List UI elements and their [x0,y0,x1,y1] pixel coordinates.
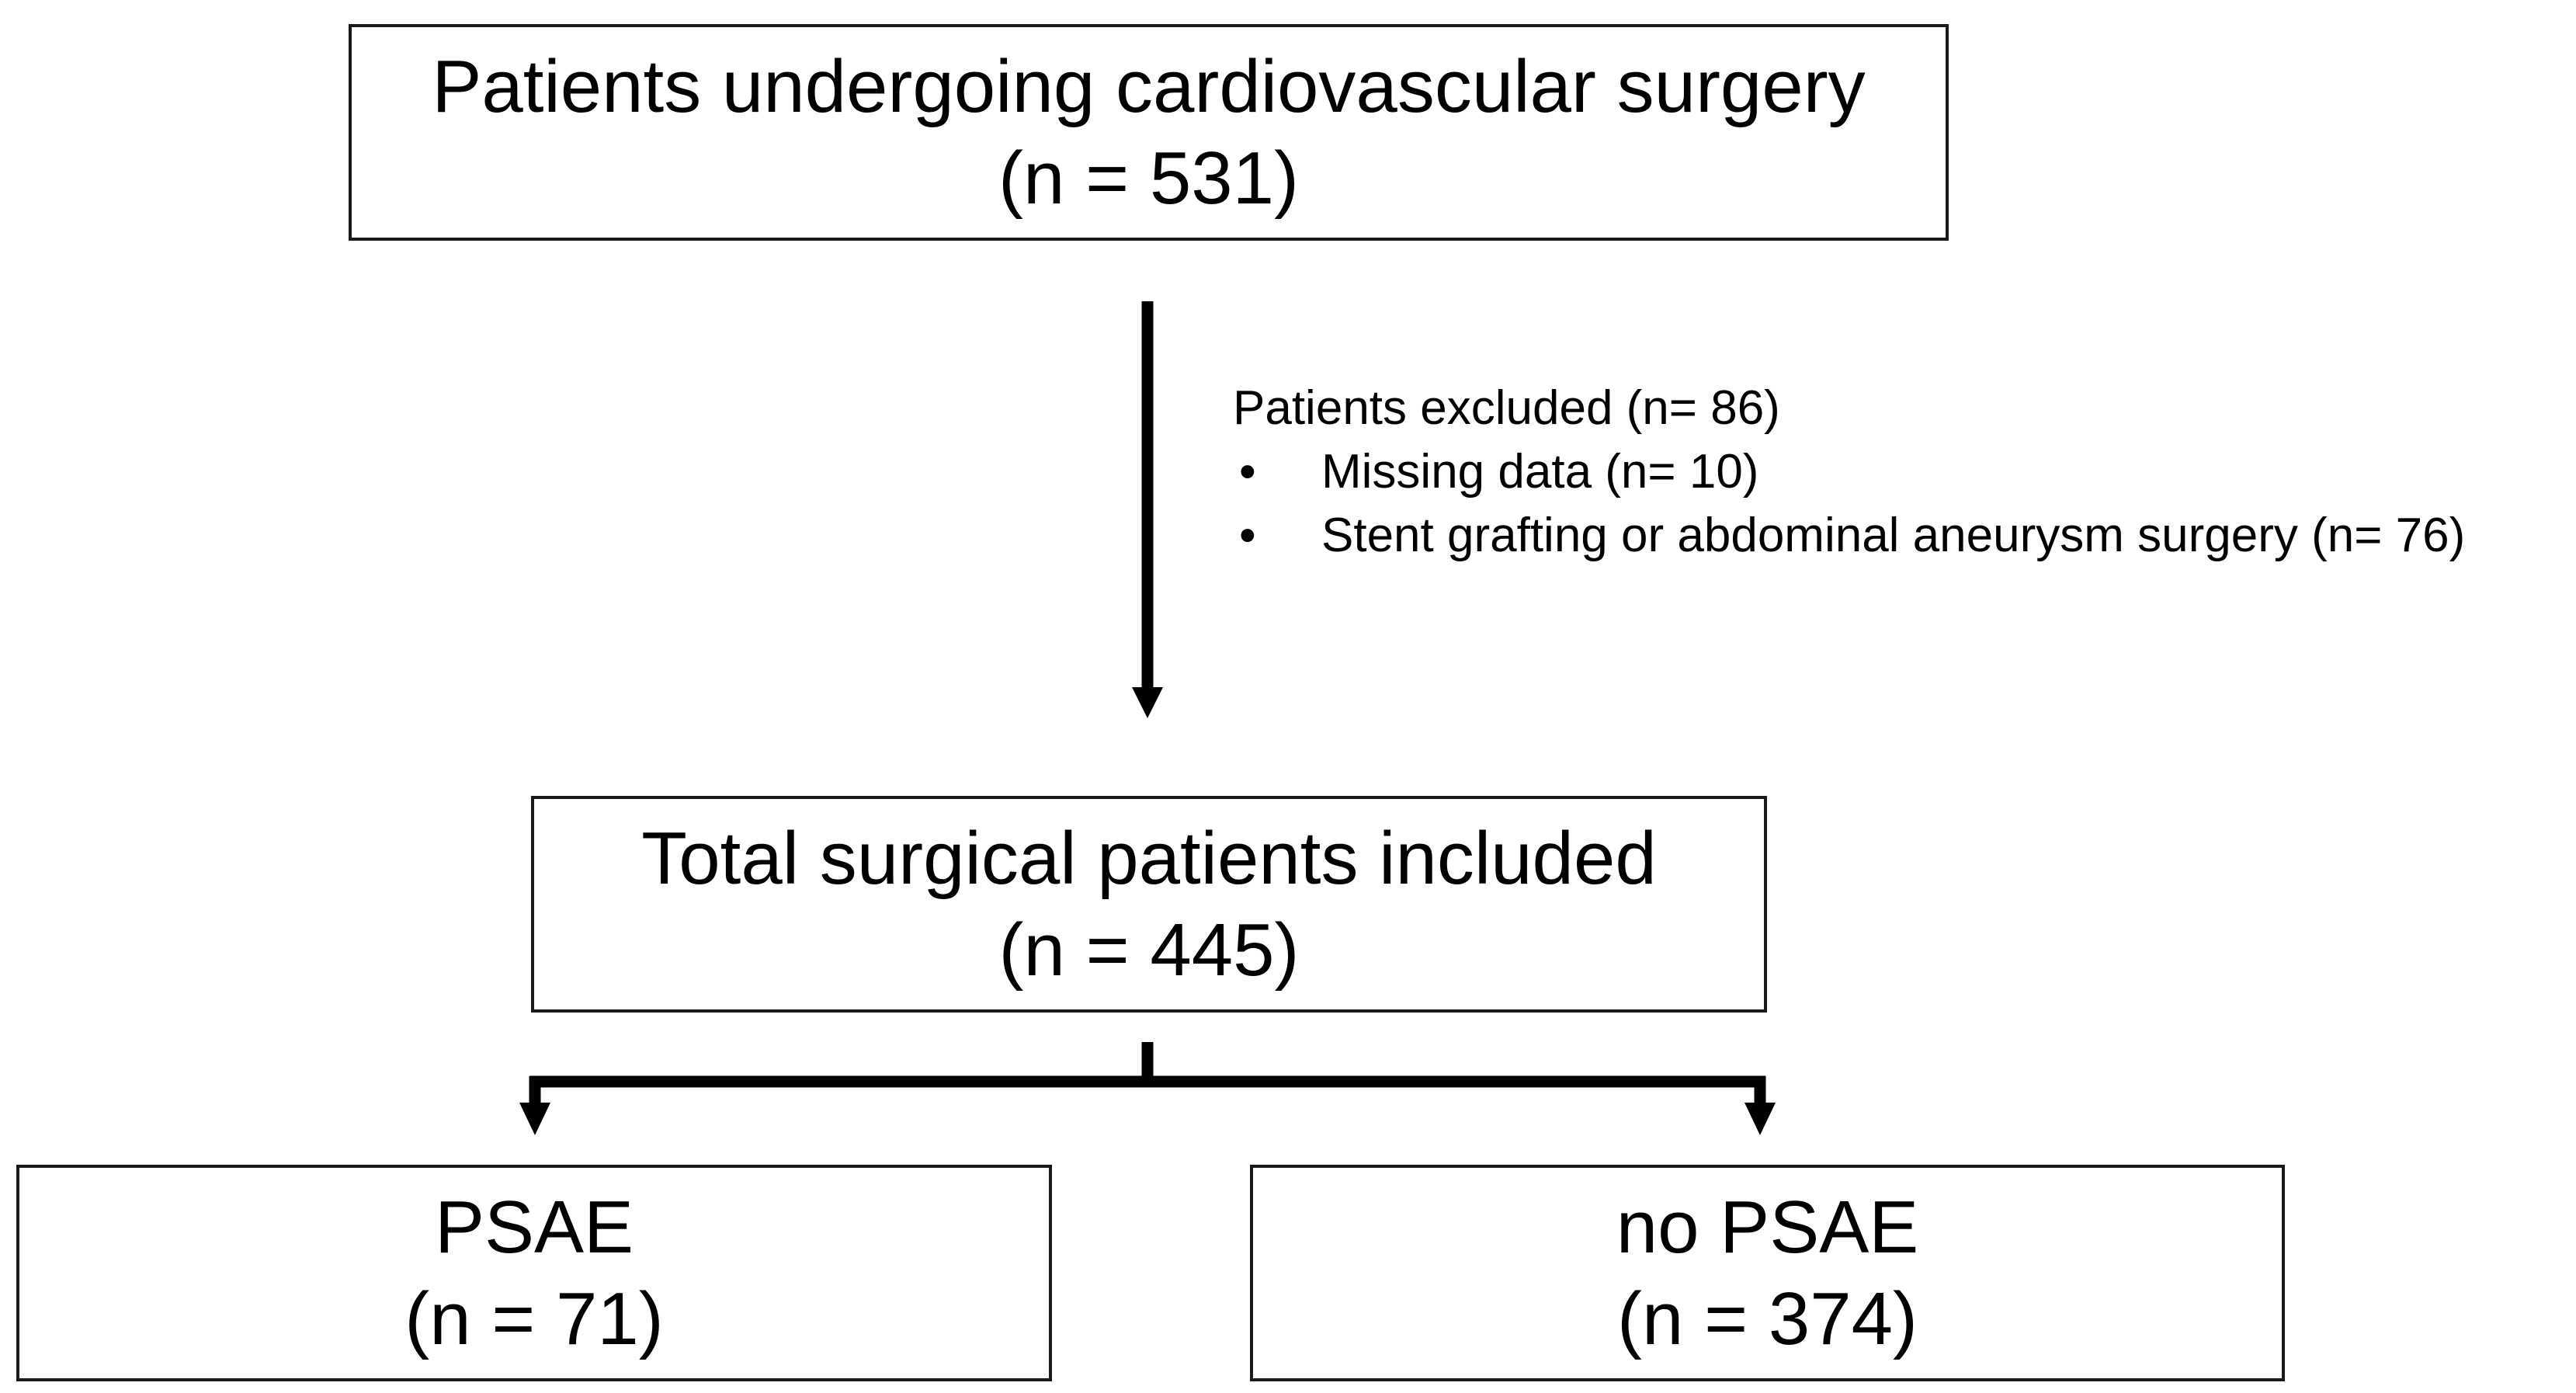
no-psae-label: no PSAE [1616,1185,1919,1269]
all-patients-count: (n = 531) [998,136,1299,220]
included-patients-label: Total surgical patients included [641,816,1657,900]
psae-box: PSAE (n = 71) [16,1165,1052,1381]
no-psae-count: (n = 374) [1617,1277,1918,1360]
exclusion-heading: Patients excluded (n= 86) [1233,381,1780,435]
exclusion-item-text: Stent grafting or abdominal aneurysm sur… [1321,509,2466,562]
bullet: • [1239,509,1256,562]
exclusion-item: • Missing data (n= 10) [1233,440,2465,504]
exclusion-note: Patients excluded (n= 86) • Missing data … [1233,377,2465,568]
exclusion-item: • Stent grafting or abdominal aneurysm su… [1233,504,2465,568]
exclusion-item-text: Missing data (n= 10) [1321,445,1759,498]
arrowhead-middle [1132,687,1163,718]
bullet: • [1239,445,1256,498]
all-patients-label: Patients undergoing cardiovascular surge… [432,44,1866,128]
no-psae-box: no PSAE (n = 374) [1250,1165,2285,1381]
arrowhead-left [519,1103,550,1135]
arrowhead-right [1745,1103,1776,1135]
included-patients-box: Total surgical patients included (n = 44… [531,796,1767,1013]
psae-label: PSAE [434,1185,634,1269]
included-patients-count: (n = 445) [998,908,1300,992]
all-patients-box: Patients undergoing cardiovascular surge… [349,24,1949,241]
psae-count: (n = 71) [404,1277,664,1360]
